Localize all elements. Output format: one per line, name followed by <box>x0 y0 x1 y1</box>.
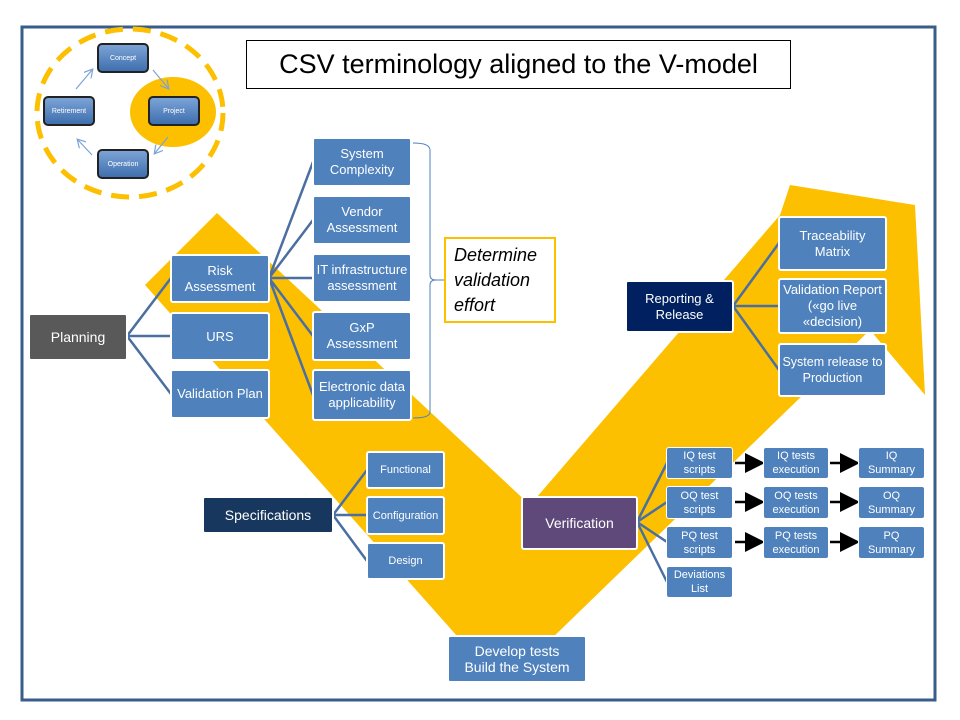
page-title: CSV terminology aligned to the V-model <box>246 40 791 89</box>
vendor-assessment-box: Vendor Assessment <box>312 195 412 245</box>
validation-plan-box: Validation Plan <box>170 369 270 419</box>
slide-frame <box>20 25 937 702</box>
iq-execution-box: IQ tests execution <box>763 447 829 479</box>
risk-assessment-box: Risk Assessment <box>170 254 270 303</box>
determine-effort-note: Determine validation effort <box>444 237 556 323</box>
lifecycle-project: Project <box>148 96 200 126</box>
traceability-matrix-box: Traceability Matrix <box>778 216 887 271</box>
validation-report-box: Validation Report («go live «decision) <box>778 278 887 334</box>
gxp-assessment-box: GxP Assessment <box>312 311 412 361</box>
system-release-box: System release to Production <box>778 343 887 397</box>
design-box: Design <box>366 542 445 580</box>
specifications-box: Specifications <box>202 496 334 534</box>
deviations-list-box: Deviations List <box>666 566 733 598</box>
pq-execution-box: PQ tests execution <box>763 526 829 559</box>
iq-scripts-box: IQ test scripts <box>666 447 733 479</box>
oq-summary-box: OQ Summary <box>858 486 925 519</box>
reporting-release-box: Reporting & Release <box>625 280 734 333</box>
pq-summary-box: PQ Summary <box>858 526 925 559</box>
lifecycle-concept: Concept <box>97 43 149 73</box>
pq-scripts-box: PQ test scripts <box>666 526 733 559</box>
oq-scripts-box: OQ test scripts <box>666 486 733 519</box>
lifecycle-retirement: Retirement <box>43 96 95 126</box>
system-complexity-box: System Complexity <box>312 137 412 187</box>
connector-lines <box>126 161 781 583</box>
it-infrastructure-box: IT infrastructure assessment <box>312 253 412 303</box>
electronic-data-box: Electronic data applicability <box>312 369 412 421</box>
flow-arrows <box>735 453 860 552</box>
urs-box: URS <box>170 312 270 361</box>
develop-line2: Build the System <box>464 659 570 675</box>
lifecycle-dashed-ring <box>34 26 226 200</box>
functional-box: Functional <box>366 451 445 489</box>
verification-box: Verification <box>521 496 638 550</box>
iq-summary-box: IQ Summary <box>858 447 925 479</box>
oq-execution-box: OQ tests execution <box>763 486 829 519</box>
develop-line1: Develop tests <box>474 643 560 659</box>
lifecycle-operation: Operation <box>97 149 149 179</box>
brace <box>412 142 444 419</box>
planning-box: Planning <box>28 313 128 361</box>
configuration-box: Configuration <box>366 496 445 535</box>
